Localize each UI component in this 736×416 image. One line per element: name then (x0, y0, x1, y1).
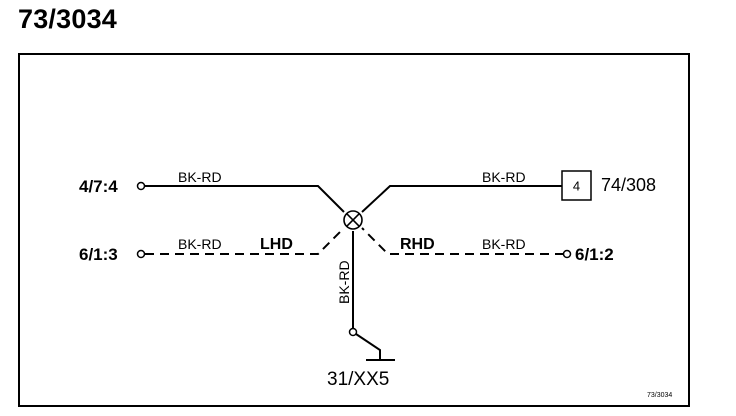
diagram-frame (18, 53, 690, 407)
splice-node (343, 210, 363, 230)
terminal-ground (348, 327, 358, 337)
component-label: 74/308 (601, 175, 656, 195)
variant-label-rhd: RHD (400, 236, 435, 253)
connector-label-right-bottom: 6/1:2 (575, 245, 614, 264)
wire-top-right (361, 185, 562, 213)
wire-label-bottom-right: BK-RD (482, 236, 526, 252)
wire-label-top-right: BK-RD (482, 169, 526, 185)
ground-symbol (355, 333, 395, 361)
terminal-left-top (136, 181, 146, 191)
diagram-reference: 73/3034 (647, 392, 672, 399)
wire-top-left (145, 185, 345, 213)
bottom-wires (145, 227, 564, 255)
terminal-right-bottom (562, 249, 572, 259)
wire-label-top-left: BK-RD (178, 169, 222, 185)
wire-bottom-right-rhd (361, 227, 564, 255)
component-box (561, 170, 592, 201)
page-title: 73/3034 (18, 4, 117, 34)
wire-bottom-left-lhd (145, 227, 345, 255)
component-pin: 4 (573, 179, 580, 194)
wire-label-bottom-left: BK-RD (178, 236, 222, 252)
variant-label-lhd: LHD (260, 236, 293, 253)
wire-label-vertical: BK-RD (336, 260, 352, 304)
terminal-left-bottom (136, 249, 146, 259)
connector-terminals (136, 181, 572, 337)
connector-label-left-top: 4/7:4 (79, 177, 118, 196)
connector-label-left-bottom: 6/1:3 (79, 245, 118, 264)
ground-label: 31/XX5 (327, 369, 389, 390)
top-wires (145, 185, 562, 213)
